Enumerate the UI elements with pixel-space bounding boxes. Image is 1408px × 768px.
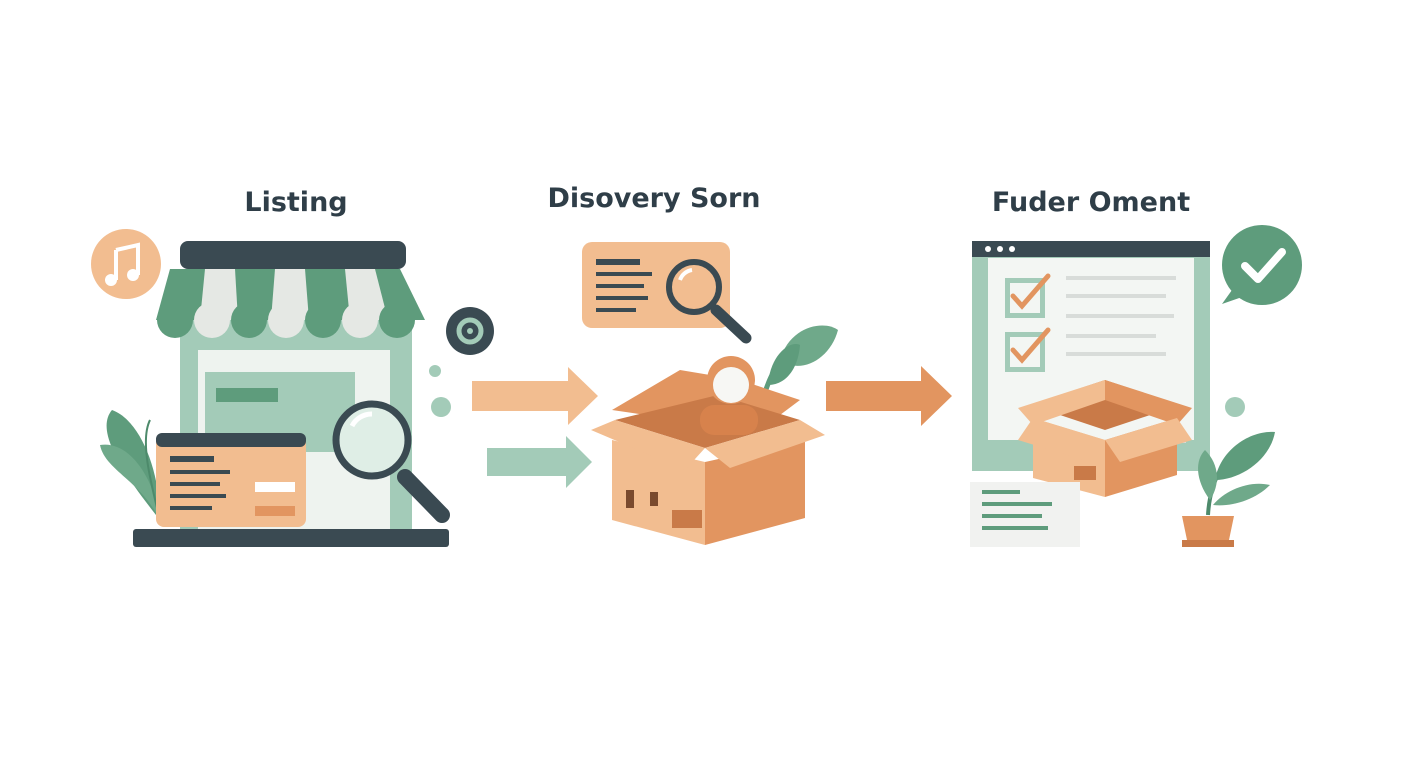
decor-dot [431,397,451,417]
magnifier-icon [666,259,752,344]
stage-label-discovery: Disovery Sorn [547,183,761,214]
plant-icon [1182,431,1275,547]
ground-bar [133,529,449,547]
receipt-note [970,482,1080,547]
decor-dot [1225,397,1245,417]
arrow-icon [472,367,598,425]
package-box-icon [1018,380,1192,497]
plant-icon [100,410,161,521]
music-note-icon [91,229,161,299]
target-icon [446,307,494,355]
listing-card [156,433,306,527]
arrow-icon [487,436,592,488]
package-box-icon [591,356,825,545]
magnifier-icon [332,400,450,523]
stage-label-fulfillment: Fuder Oment [991,187,1191,218]
arrow-icon [826,366,952,426]
stage-label-listing: Listing [244,187,348,218]
check-bubble-icon [1222,225,1302,305]
decor-dot [429,365,441,377]
